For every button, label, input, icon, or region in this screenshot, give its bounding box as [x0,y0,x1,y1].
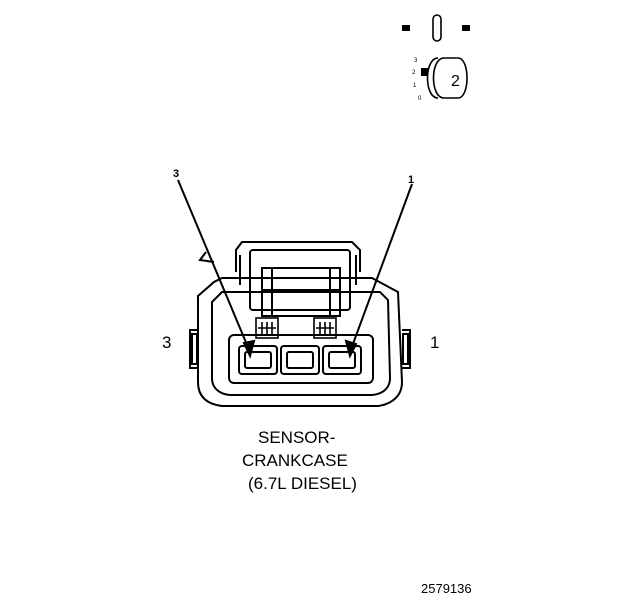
key-dash-left [402,25,410,31]
callout-leaders [177,179,413,359]
pin-cavities [238,345,362,375]
connector-title-line-3: (6.7L DIESEL) [248,474,357,493]
key-scale-0: 0 [418,96,422,102]
pin-cavity-1 [322,345,362,375]
pin-1-callout-number: 1 [408,174,414,186]
connector-face [189,241,411,407]
pin-3-release-window [255,317,279,339]
orientation-key-icon: 2 3 2 1 0 [402,14,470,102]
pin-cavity-3 [238,345,278,375]
key-scale-3: 3 [414,58,418,64]
key-scale-1: 1 [413,83,417,89]
pin-3-callout-number: 3 [173,168,179,180]
pin-cavity-2 [280,345,320,375]
connector-title-line-1: SENSOR- [258,428,335,447]
connector-title-line-2: CRANKCASE [242,451,348,470]
key-dash-right [462,25,470,31]
side-label-right: 1 [430,333,439,352]
terminal-windows [255,317,337,339]
pin-1-release-window [313,317,337,339]
pin-1-leader-line [349,183,413,353]
key-scale-2: 2 [412,70,416,76]
side-label-left: 3 [162,333,171,352]
pin-3-leader-line [177,179,251,353]
figure-number: 2579136 [421,581,472,596]
key-slot-icon [432,14,442,42]
key-number: 2 [451,73,460,90]
